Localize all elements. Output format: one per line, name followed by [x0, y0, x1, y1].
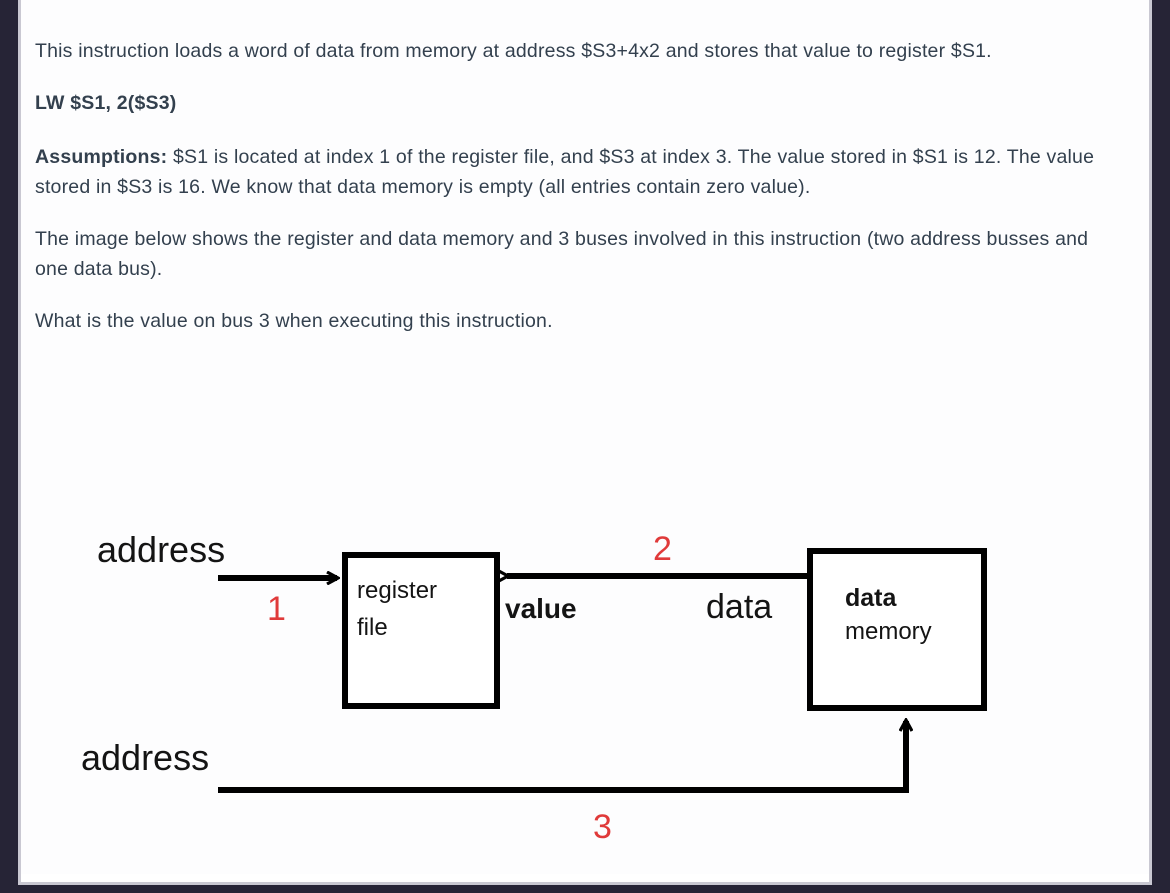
register-file-box	[342, 552, 500, 709]
assumptions-lead: Assumptions:	[35, 146, 168, 169]
paragraph-instruction: LW $S1, 2($S3)	[35, 92, 177, 115]
register-file-label-line1: register	[357, 577, 437, 604]
paragraph-question: What is the value on bus 3 when executin…	[35, 310, 553, 333]
frame-rail-left	[0, 0, 18, 893]
assumptions-body: $S1 is located at index 1 of the registe…	[35, 146, 1095, 199]
paragraph-image-note: The image below shows the register and d…	[35, 228, 1089, 281]
register-file-label-line2: file	[357, 614, 388, 641]
question-content: This instruction loads a word of data fr…	[21, 0, 1149, 874]
label-value: value	[505, 593, 577, 624]
data-memory-label-line2: memory	[845, 618, 932, 645]
datapath-diagram: address 1 register file 2 value data dat…	[21, 478, 1149, 874]
bus-1-number: 1	[267, 590, 286, 628]
paragraph-intro: This instruction loads a word of data fr…	[35, 40, 992, 62]
frame-rail-right	[1152, 0, 1170, 893]
label-data-bus: data	[706, 588, 772, 626]
label-address-top: address	[97, 529, 225, 570]
label-address-bottom: address	[81, 737, 209, 778]
paragraph-assumptions: Assumptions: $S1 is located at index 1 o…	[35, 142, 1120, 202]
frame-hairline-left	[18, 0, 21, 885]
frame-hairline-right	[1149, 0, 1152, 885]
data-memory-label-line1: data	[845, 584, 898, 612]
bus-2-number: 2	[653, 530, 672, 568]
data-memory-box	[807, 548, 987, 711]
frame-rail-bottom	[0, 885, 1170, 893]
bus-3-number: 3	[593, 808, 612, 846]
frame-hairline-bottom	[18, 882, 1152, 885]
